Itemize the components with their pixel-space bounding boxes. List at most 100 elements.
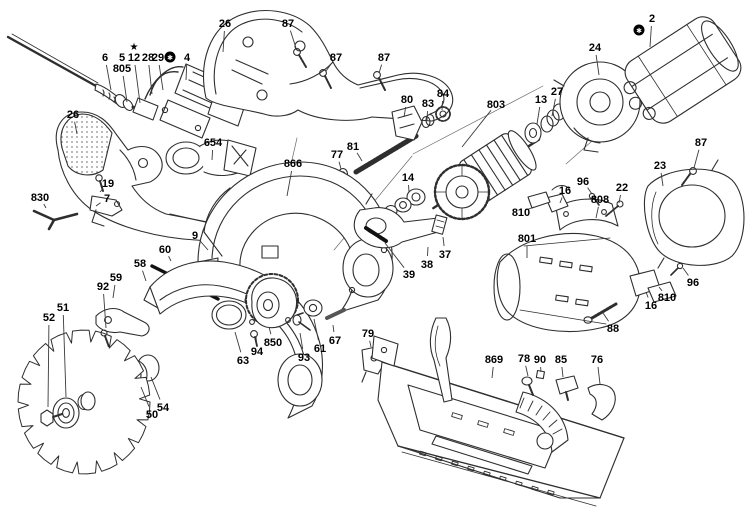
part-label-28-10: 28: [142, 52, 154, 64]
part-label-22-32: 22: [616, 182, 628, 194]
part-label-79-50: 79: [362, 328, 374, 340]
star-icon: ★: [130, 42, 139, 53]
leader-line-869: [491, 366, 494, 379]
leader-line-88: [602, 312, 609, 322]
part-label-16-46: 16: [645, 300, 657, 312]
leader-line-76: [597, 366, 601, 385]
part-label-96-44: 96: [687, 277, 699, 289]
part-label-2-4: 2: [649, 13, 655, 25]
blade-flange-outer: [52, 397, 80, 429]
part-label-92-43: 92: [97, 281, 109, 293]
pivot-bracket: [371, 335, 399, 367]
part-label-90-59: 90: [534, 354, 546, 366]
field-stator: [623, 16, 742, 124]
leader-line-87: [325, 63, 332, 72]
leader-line-83: [426, 110, 428, 121]
part-label-16-31: 16: [559, 185, 571, 197]
power-cord: [6, 33, 121, 105]
part-label-27-13: 27: [551, 86, 563, 98]
leader-line-59: [112, 284, 116, 299]
leader-lines: [43, 25, 700, 408]
carbon-brush: [647, 281, 677, 303]
leader-line-810: [528, 206, 535, 210]
leader-line-78: [525, 365, 529, 377]
leader-line-50: [140, 386, 150, 407]
leader-line-19: [99, 188, 104, 193]
assembly-mark-icon-glyph: ✱: [167, 54, 173, 62]
part-label-810-34: 810: [512, 207, 530, 219]
part-label-78-58: 78: [518, 353, 530, 365]
part-label-77-22: 77: [331, 149, 343, 161]
part-label-93-55: 93: [298, 352, 310, 364]
leader-line-805: [122, 75, 128, 103]
leader-line-14: [408, 184, 410, 193]
leader-line-61: [313, 318, 319, 341]
part-label-803-15: 803: [487, 99, 505, 111]
part-label-38-40: 38: [421, 259, 433, 271]
leader-line-29: [158, 64, 164, 91]
part-label-60-37: 60: [159, 244, 171, 256]
blade-slot: [431, 435, 533, 475]
part-label-5-7: 5: [119, 52, 125, 64]
part-label-654-20: 654: [204, 137, 223, 149]
leader-line-7: [95, 202, 101, 207]
brush-plate: [555, 198, 619, 231]
leader-line-9: [199, 240, 209, 251]
leader-line-63: [234, 331, 242, 353]
dust-elbow: [165, 139, 257, 177]
part-label-808-33: 808: [591, 194, 609, 206]
lock-lever: [89, 174, 123, 227]
part-label-67-51: 67: [329, 335, 341, 347]
hex-key: [32, 209, 79, 231]
part-label-52-48: 52: [43, 312, 55, 324]
part-label-869-57: 869: [485, 354, 503, 366]
part-label-9-35: 9: [192, 230, 198, 242]
leader-line-26: [222, 30, 225, 53]
washer-and-spring: [524, 103, 566, 144]
part-label-80-16: 80: [401, 94, 413, 106]
part-label-59-42: 59: [110, 272, 122, 284]
spindle-lock-lever: [353, 193, 448, 249]
depth-arc: [515, 391, 569, 453]
part-label-830-28: 830: [31, 192, 49, 204]
leader-line-37: [442, 236, 445, 247]
part-label-26-19: 26: [67, 109, 79, 121]
leader-line-52: [47, 324, 50, 408]
part-label-87-1: 87: [282, 18, 294, 30]
lower-blade-guard: [143, 260, 324, 419]
part-label-84-18: 84: [437, 88, 450, 100]
leader-line-16: [645, 291, 649, 298]
leader-line-13: [536, 106, 541, 125]
leader-line-51: [62, 314, 67, 398]
part-label-7-27: 7: [104, 193, 110, 205]
leader-line-87: [378, 64, 383, 74]
part-label-61-53: 61: [314, 343, 326, 355]
assembly-mark-icon: [164, 51, 176, 63]
leader-line-22: [618, 194, 621, 204]
top-handle-housing: [203, 10, 454, 122]
leader-line-654: [211, 149, 214, 161]
leader-line-85: [561, 366, 564, 378]
leader-line-58: [142, 270, 147, 282]
part-label-801-36: 801: [518, 233, 536, 245]
part-label-94-54: 94: [251, 346, 264, 358]
leader-line-96: [682, 267, 689, 276]
leader-line-60: [168, 255, 172, 262]
base-plate: [371, 317, 625, 507]
symbols: ★✱✱: [130, 24, 645, 63]
part-label-850-52: 850: [264, 337, 282, 349]
leader-line-87: [289, 30, 297, 49]
part-label-51-47: 51: [57, 302, 69, 314]
part-label-13-14: 13: [535, 94, 547, 106]
screw-87: [293, 48, 697, 186]
leader-line-81: [356, 152, 363, 162]
leader-line-26: [74, 121, 78, 135]
leader-line-830: [43, 203, 47, 209]
leader-line-77: [338, 161, 342, 170]
leader-line-808: [595, 206, 599, 219]
part-label-85-60: 85: [555, 354, 567, 366]
part-label-87-24: 87: [695, 137, 707, 149]
leader-line-27: [551, 98, 556, 117]
leader-line-39: [384, 242, 405, 268]
